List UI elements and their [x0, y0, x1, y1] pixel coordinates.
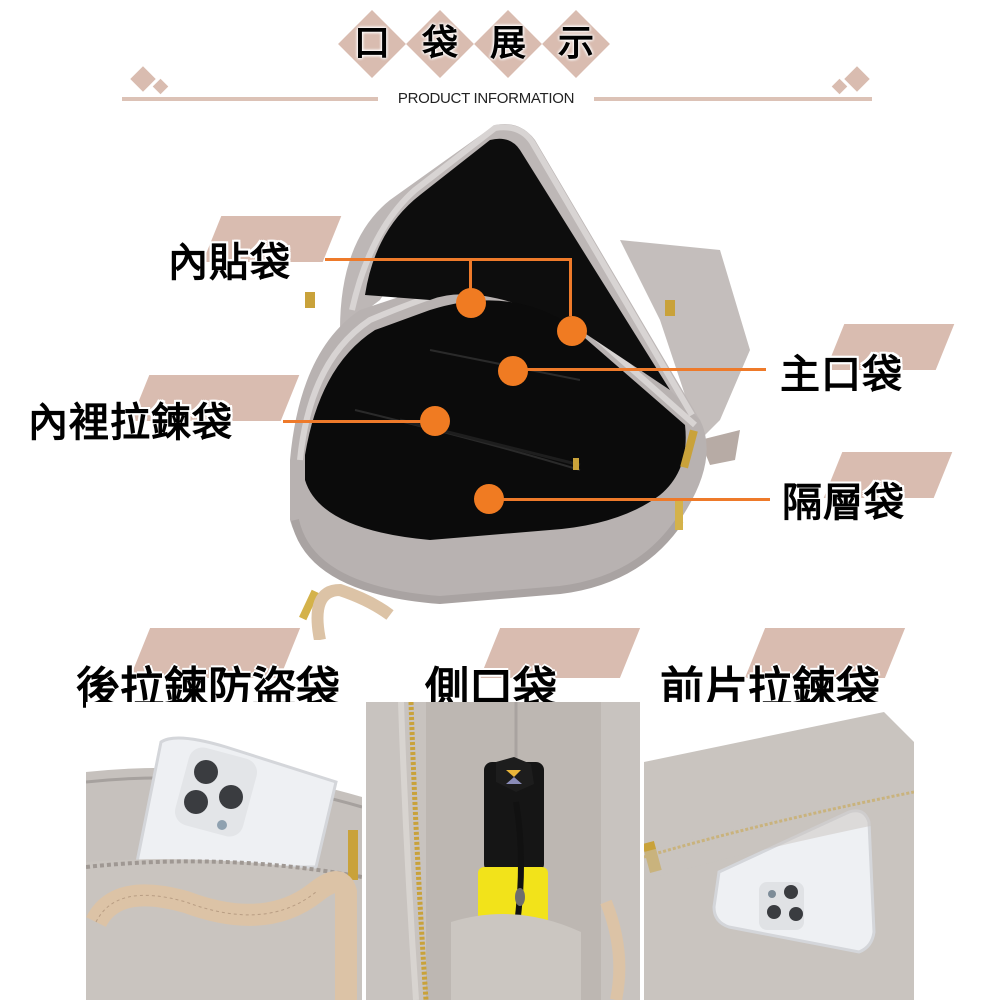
callout-leader-line: [283, 420, 425, 423]
callout-leader-line: [569, 258, 572, 316]
divider-line: [122, 97, 378, 101]
callout-dot: [498, 356, 528, 386]
diamond-icon: [130, 66, 156, 92]
section-title: 口 袋 展 示: [338, 10, 638, 78]
callout-leader-line: [325, 258, 571, 261]
title-char-cell: 示: [542, 10, 610, 78]
callout-dot: [474, 484, 504, 514]
detail-photo-front-zip: [644, 702, 914, 1000]
callout-label-inner-zip-pocket: 內裡拉鍊袋: [28, 400, 233, 446]
title-char: 袋: [421, 23, 458, 64]
title-char-cell: 口: [338, 10, 406, 78]
callout-label-inner-patch-pocket: 內貼袋: [168, 240, 291, 286]
divider-line: [594, 97, 872, 101]
detail-photo-back-zip: [86, 702, 362, 1000]
title-char: 展: [489, 23, 526, 64]
diamond-icon: [844, 66, 870, 92]
title-char: 示: [557, 23, 594, 64]
callout-label-main-pocket: 主口袋: [780, 352, 903, 398]
callout-dot: [420, 406, 450, 436]
detail-photo-side-pocket: [366, 702, 640, 1000]
callout-leader-line: [514, 368, 766, 371]
title-char-cell: 展: [474, 10, 542, 78]
callout-dot: [456, 288, 486, 318]
title-char: 口: [353, 23, 390, 64]
diamond-icon: [831, 78, 848, 95]
title-char-cell: 袋: [406, 10, 474, 78]
section-subtitle: PRODUCT INFORMATION: [397, 90, 575, 107]
diamond-icon: [152, 78, 169, 95]
callout-dot: [557, 316, 587, 346]
callout-leader-line: [490, 498, 770, 501]
callout-leader-line: [469, 258, 472, 298]
callout-label-divider-pocket: 隔層袋: [782, 480, 905, 526]
backpack-interior-image: [280, 120, 760, 642]
